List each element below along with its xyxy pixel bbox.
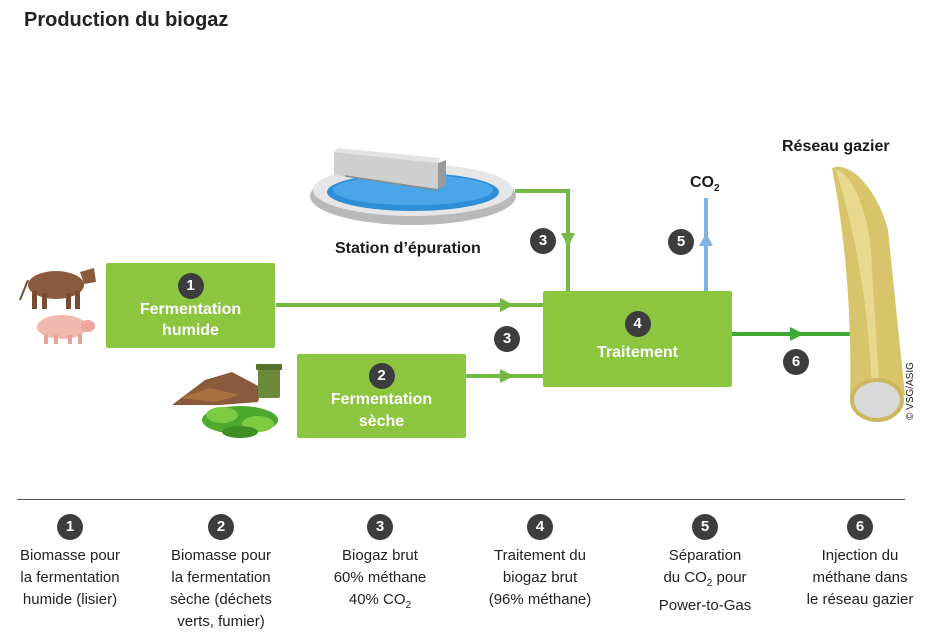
step-badge: 4 bbox=[624, 311, 651, 337]
legend-badge: 4 bbox=[527, 514, 553, 540]
legend-badge: 6 bbox=[847, 514, 873, 540]
bin-icon bbox=[256, 364, 282, 398]
station-flow-arrow bbox=[561, 233, 575, 247]
flow-marker-5: 5 bbox=[668, 229, 694, 255]
legend-badge: 2 bbox=[208, 514, 234, 540]
cow-icon bbox=[19, 268, 96, 309]
flow-marker-6: 6 bbox=[783, 349, 809, 375]
wet-flow-arrow bbox=[500, 298, 514, 312]
box-label: Traitement bbox=[597, 344, 678, 361]
network-label: Réseau gazier bbox=[782, 138, 890, 155]
step-badge: 1 bbox=[177, 273, 204, 299]
box-label-line2: humide bbox=[162, 322, 219, 339]
treatment-box: 4 Traitement bbox=[543, 291, 732, 387]
box-label-line1: Fermentation bbox=[330, 391, 433, 408]
flow-marker-3-mid: 3 bbox=[494, 326, 520, 352]
legend-badge: 1 bbox=[57, 514, 83, 540]
copyright-text: © VSG/ASIG bbox=[905, 362, 916, 420]
wet-fermentation-box: 1 Fermentation humide bbox=[106, 263, 275, 348]
divider bbox=[17, 499, 905, 500]
box-label-line2: sèche bbox=[358, 413, 405, 430]
flow-lines bbox=[276, 189, 858, 383]
pig-icon bbox=[37, 315, 95, 344]
flow-marker-3-top: 3 bbox=[530, 228, 556, 254]
gas-pipe-icon bbox=[832, 166, 905, 422]
injection-flow-arrow bbox=[790, 327, 804, 341]
station-flow-line bbox=[515, 189, 570, 291]
green-waste-icon bbox=[172, 372, 278, 438]
dry-fermentation-box: 2 Fermentation sèche bbox=[297, 354, 466, 438]
treatment-plant-icon bbox=[310, 148, 516, 225]
dry-flow-arrow bbox=[500, 369, 514, 383]
page-title: Production du biogaz bbox=[24, 9, 229, 31]
co2-flow-arrow bbox=[699, 233, 713, 246]
legend-badge: 3 bbox=[367, 514, 393, 540]
co2-label: CO2 bbox=[690, 174, 720, 195]
box-label-line1: Fermentation bbox=[139, 301, 242, 318]
station-label: Station d’épuration bbox=[335, 240, 481, 257]
legend-badge: 5 bbox=[692, 514, 718, 540]
step-badge: 2 bbox=[368, 363, 395, 389]
